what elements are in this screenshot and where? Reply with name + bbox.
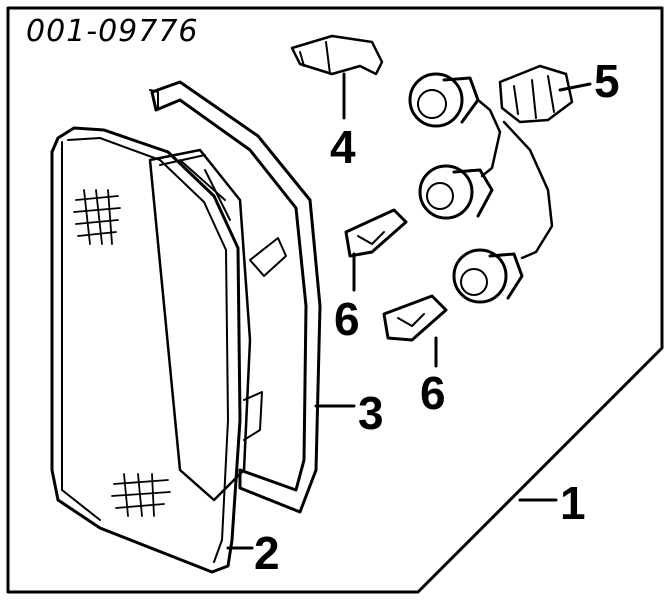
bulb-upper: [344, 208, 408, 258]
socket-bottom: [452, 248, 524, 304]
part-number-label: 001-09776: [26, 14, 199, 49]
callout-2: 2: [254, 527, 280, 579]
housing-shell: [148, 148, 252, 502]
lens: [50, 126, 242, 574]
bulb-lower: [382, 294, 448, 342]
callout-6-upper: 6: [334, 293, 360, 345]
socket-middle: [418, 164, 494, 220]
gasket: [150, 80, 322, 514]
callout-5: 5: [594, 55, 620, 107]
callout-4: 4: [330, 121, 356, 173]
wire-harness: [476, 64, 574, 260]
clip: [290, 34, 384, 76]
socket-top: [408, 72, 480, 128]
callout-3: 3: [358, 387, 384, 439]
leader-5: [558, 82, 592, 92]
callout-6-lower: 6: [420, 367, 446, 419]
callout-1: 1: [560, 477, 586, 529]
assembly-frame: [6, 6, 664, 594]
